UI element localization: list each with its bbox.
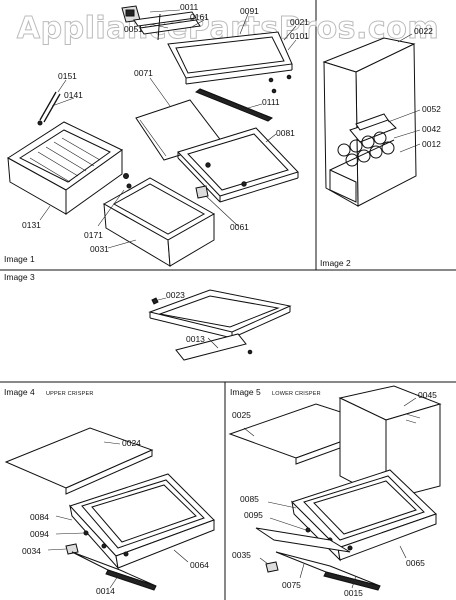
part-label: 0011 [180, 2, 199, 12]
part-label: 0061 [230, 222, 249, 232]
part-label: 0084 [30, 512, 49, 522]
image2-drawing [322, 37, 417, 207]
part-label: 0021 [290, 17, 309, 27]
image5-subtitle: LOWER CRISPER [272, 391, 321, 397]
part-label: 0024 [122, 438, 141, 448]
image1-drawing [7, 5, 299, 267]
image4-drawing [4, 427, 215, 591]
image5-title: Image 5 [230, 387, 261, 397]
part-label: 0081 [276, 128, 295, 138]
part-label: 0075 [282, 580, 301, 590]
part-label: 0111 [262, 97, 280, 107]
image5-drawing [228, 385, 442, 591]
image3-drawing [148, 289, 292, 361]
part-label: 0052 [422, 104, 441, 114]
part-label: 0042 [422, 124, 441, 134]
part-label: 0034 [22, 546, 41, 556]
part-label: 0131 [22, 220, 41, 230]
part-label: 0012 [422, 139, 441, 149]
image2-title: Image 2 [320, 258, 351, 268]
part-label: 0071 [134, 68, 153, 78]
part-label: 0023 [166, 290, 185, 300]
part-label: 0101 [290, 31, 309, 41]
image4-subtitle: UPPER CRISPER [46, 391, 94, 397]
part-label: 0095 [244, 510, 263, 520]
part-label: 0085 [240, 494, 259, 504]
part-label: 0015 [344, 588, 363, 598]
part-label: 0161 [190, 12, 209, 22]
part-label: 0045 [418, 390, 437, 400]
part-label: 0031 [90, 244, 109, 254]
part-label: 0025 [232, 410, 251, 420]
part-label: 0051 [124, 24, 143, 34]
image1-title: Image 1 [4, 254, 35, 264]
part-label: 0151 [58, 71, 77, 81]
leader-lines [39, 9, 421, 589]
part-label: 0014 [96, 586, 115, 596]
part-label: 0013 [186, 334, 205, 344]
part-label: 0094 [30, 529, 49, 539]
part-label: 0064 [190, 560, 209, 570]
image4-title: Image 4 [4, 387, 35, 397]
part-label: 0065 [406, 558, 425, 568]
part-label: 0091 [240, 6, 259, 16]
part-label: 0171 [84, 230, 103, 240]
part-label: 0035 [232, 550, 251, 560]
image3-title: Image 3 [4, 272, 35, 282]
part-label: 0141 [64, 90, 83, 100]
part-label: 0022 [414, 26, 433, 36]
